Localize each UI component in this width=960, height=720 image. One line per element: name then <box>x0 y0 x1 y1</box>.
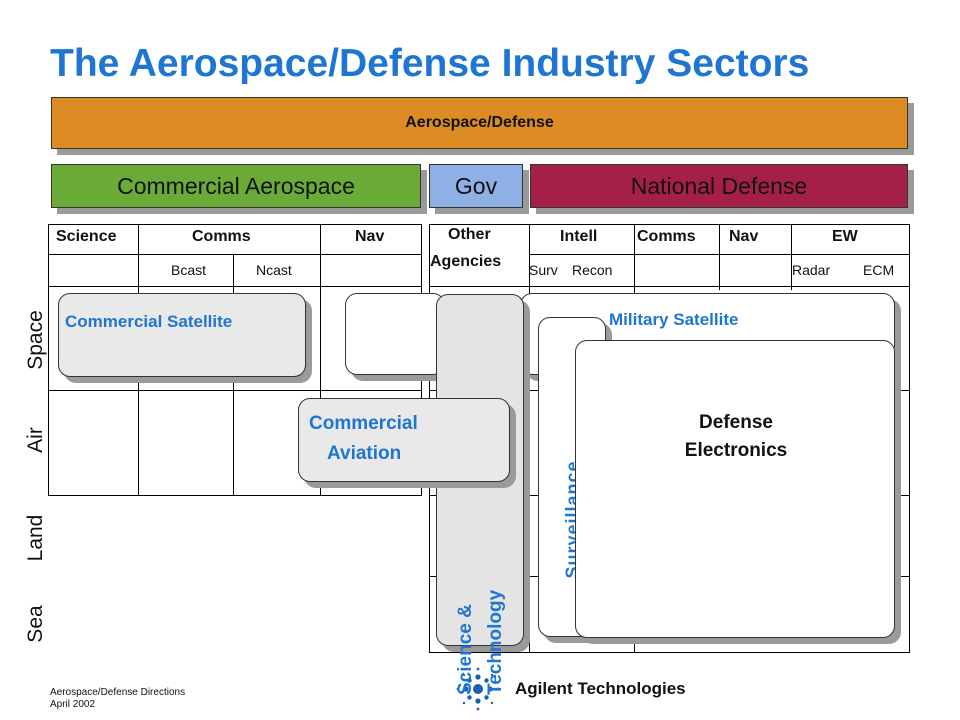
col-nav-defense: Nav <box>729 228 759 245</box>
row-air: Air <box>24 427 47 453</box>
sub-bcast: Bcast <box>171 262 207 278</box>
agilent-logo: Agilent Technologies <box>454 666 714 712</box>
grid-line <box>719 224 720 290</box>
page-title: The Aerospace/Defense Industry Sectors <box>50 42 810 85</box>
col-ew: EW <box>832 228 858 245</box>
grid-line <box>48 224 49 496</box>
commercial-aviation-line1: Commercial <box>309 413 418 434</box>
commercial-aviation-box: Commercial Aviation <box>298 398 510 482</box>
commercial-aerospace-label: Commercial Aerospace <box>117 172 355 199</box>
sub-ecm: ECM <box>863 262 895 278</box>
national-defense-bar: National Defense <box>530 164 908 208</box>
sub-recon: Recon <box>572 262 613 278</box>
col-comms: Comms <box>192 228 251 245</box>
grid-line <box>48 390 421 391</box>
col-comms-defense: Comms <box>637 228 696 245</box>
col-other-line1: Other <box>448 226 491 243</box>
grid-line <box>429 286 910 287</box>
defense-electronics-box: Defense Electronics <box>575 340 895 638</box>
military-satellite-label: Military Satellite <box>609 310 739 329</box>
grid-line <box>48 286 421 287</box>
grid-line <box>429 224 910 225</box>
footer-line1: Aerospace/Defense Directions <box>50 687 186 698</box>
nav-satellite-box <box>345 293 445 375</box>
footer-line2: April 2002 <box>50 699 96 710</box>
row-space: Space <box>24 310 47 370</box>
agilent-spark-icon <box>456 667 500 711</box>
grid-line <box>48 254 421 255</box>
row-sea: Sea <box>24 605 47 643</box>
gov-label: Gov <box>454 172 498 199</box>
defense-electronics-line1: Defense <box>699 412 773 433</box>
defense-electronics-text: Defense Electronics <box>576 409 896 465</box>
gov-bar: Gov <box>429 164 523 208</box>
sub-ncast: Ncast <box>256 262 292 278</box>
col-nav: Nav <box>355 228 385 245</box>
col-other-line2: Agencies <box>430 253 502 270</box>
agilent-logo-text: Agilent Technologies <box>515 679 686 698</box>
col-science: Science <box>56 228 117 245</box>
sub-surv: Surv <box>529 262 558 278</box>
sub-radar: Radar <box>792 262 831 278</box>
grid-line <box>48 224 421 225</box>
commercial-satellite-label: Commercial Satellite <box>65 312 233 331</box>
grid-line <box>429 652 910 653</box>
aerospace-defense-bar: Aerospace/Defense <box>51 97 908 149</box>
grid-line <box>529 224 530 653</box>
row-land: Land <box>24 514 47 562</box>
grid-line <box>909 224 910 653</box>
commercial-satellite-box: Commercial Satellite <box>58 293 306 377</box>
commercial-aerospace-bar: Commercial Aerospace <box>51 164 421 208</box>
grid-line <box>791 224 792 290</box>
grid-line <box>320 224 321 496</box>
commercial-aviation-line2: Aviation <box>327 443 402 464</box>
national-defense-label: National Defense <box>630 172 808 199</box>
defense-electronics-line2: Electronics <box>684 440 788 461</box>
grid-line <box>48 495 421 496</box>
aerospace-defense-label: Aerospace/Defense <box>405 114 554 131</box>
col-intell: Intell <box>560 228 598 245</box>
